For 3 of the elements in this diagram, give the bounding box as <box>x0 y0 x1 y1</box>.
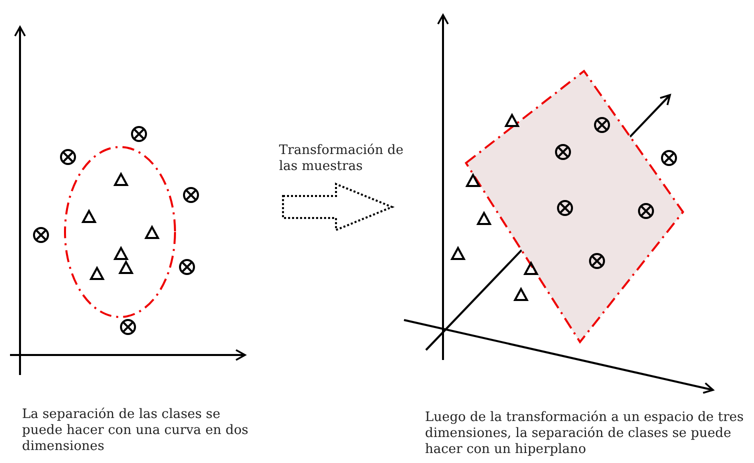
transformation-label: Transformación de las muestras <box>279 143 404 175</box>
caption: La separación de las clases se puede hacer con una curva en dos dimensiones <box>22 407 250 455</box>
caption: Luego de la transformación a un espacio de tres dimensiones, la separación de clases se puede hacer con un hiperplano <box>425 410 745 458</box>
